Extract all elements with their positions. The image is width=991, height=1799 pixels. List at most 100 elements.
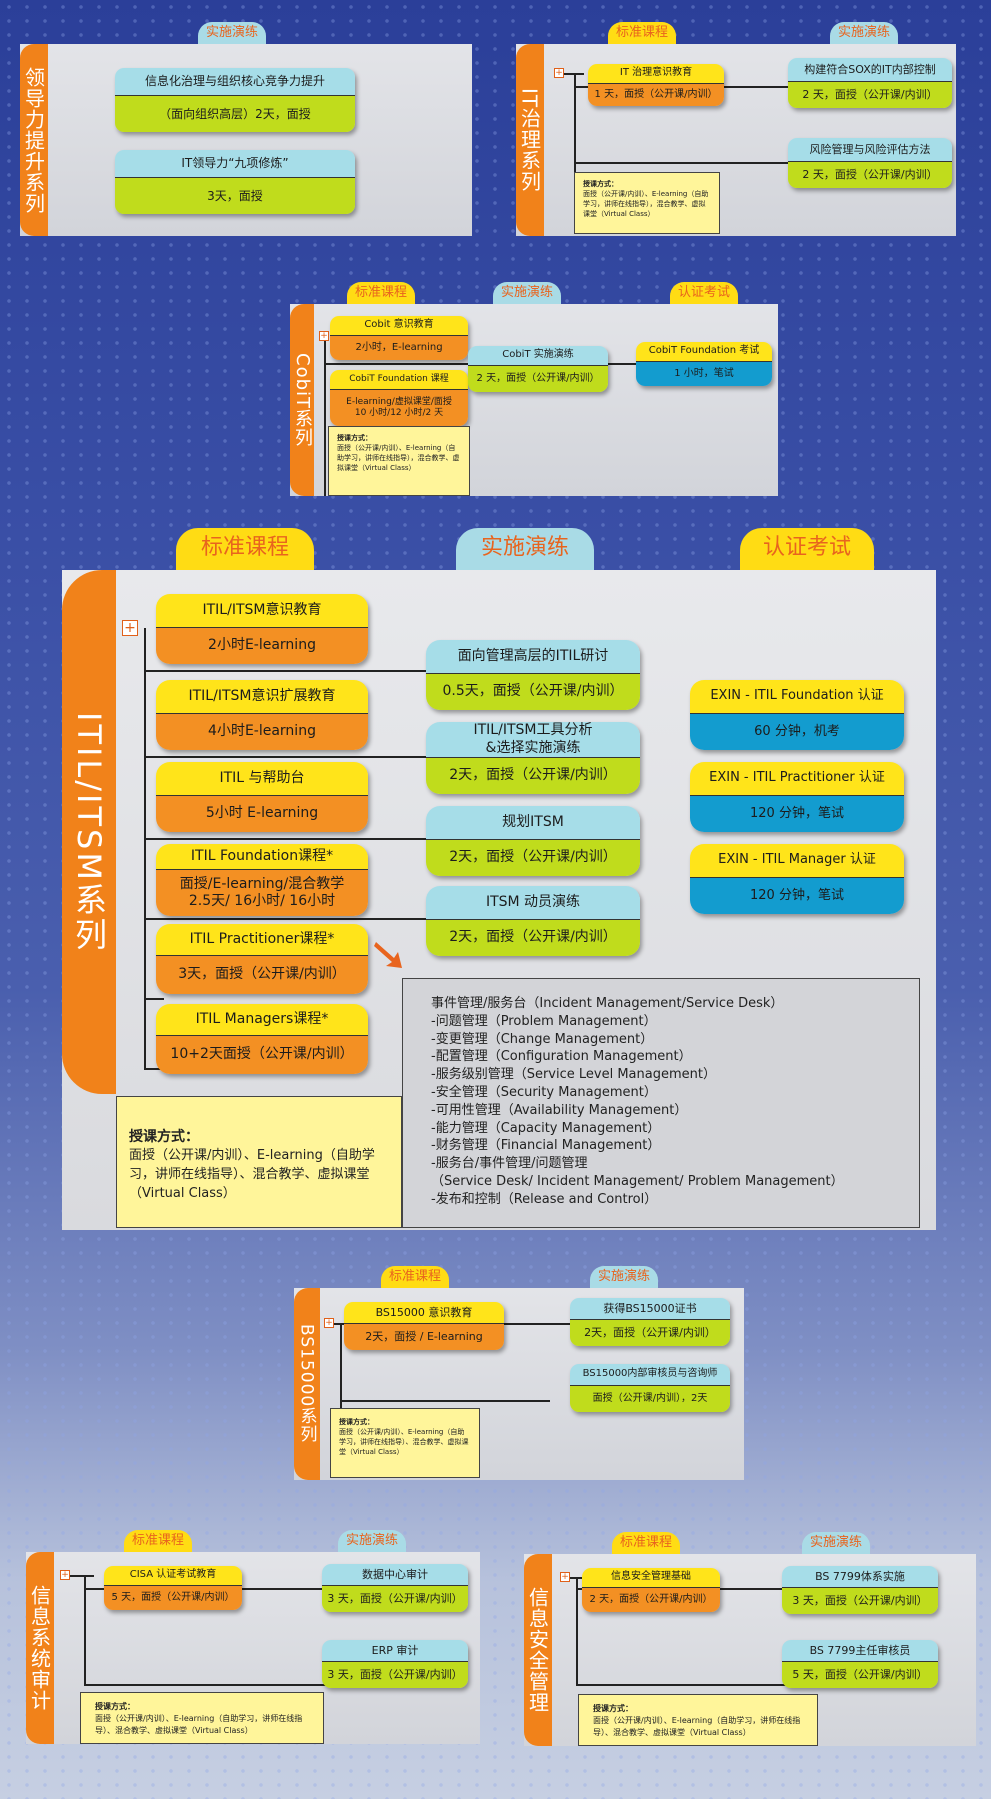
course-detail: 2 天，面授（公开课/内训） [788,82,952,108]
course-box[interactable]: 构建符合SOX的IT内部控制 2 天，面授（公开课/内训） [788,58,952,108]
course-box[interactable]: BS 7799体系实施 3 天，面授（公开课/内训） [782,1566,938,1614]
expand-icon[interactable]: + [60,1570,70,1580]
course-detail: 2天，面授（公开课/内训） [426,920,640,956]
course-detail: 2小时E-learning [156,628,368,664]
exam-title: EXIN - ITIL Practitioner 认证 [690,762,904,796]
infosec-panel: 信息安全管理 + 信息安全管理基础 2 天，面授（公开课/内训） BS 7799… [524,1554,976,1746]
tab-standard-course: 标准课程 [176,528,314,570]
course-detail: 面授（公开课/内训），2天 [570,1386,730,1412]
course-box[interactable]: IT领导力“九项修炼” 3天，面授 [115,150,355,214]
tab-implementation: 实施演练 [830,22,898,44]
course-detail-duration: 10 小时/12 小时/2 天 [354,408,444,418]
course-detail: 3天，面授（公开课/内训） [156,956,368,994]
course-title: ITIL/ITSM意识扩展教育 [156,680,368,714]
course-detail: 3 天，面授（公开课/内训） [782,1588,938,1614]
course-title: ITIL Practitioner课程* [156,924,368,956]
course-box[interactable]: BS 7799主任审核员 5 天，面授（公开课/内训） [782,1640,938,1688]
expand-icon[interactable]: + [560,1572,570,1582]
tab-implementation: 实施演练 [802,1532,870,1554]
course-box[interactable]: ERP 审计 3 天，面授（公开课/内训） [322,1640,468,1688]
course-detail: E-learning/虚拟课堂/面授 [346,396,452,407]
teaching-method-box: 授课方式： 面授（公开课/内训）、E-learning（自助学习，讲师在线指导）… [80,1692,324,1744]
course-box[interactable]: 面向管理高层的ITIL研讨 0.5天，面授（公开课/内训） [426,640,640,710]
course-title: 获得BS15000证书 [570,1298,730,1320]
course-detail: 3 天，面授（公开课/内训） [322,1662,468,1688]
course-title: IT领导力“九项修炼” [115,150,355,178]
tab-implementation: 实施演练 [590,1266,658,1288]
course-box[interactable]: 获得BS15000证书 2天，面授（公开课/内训） [570,1298,730,1346]
course-detail: 2 天，面授（公开课/内训） [582,1588,720,1612]
itgov-panel: IT治理系列 + IT 治理意识教育 1 天，面授（公开课/内训） 构建符合SO… [516,44,956,236]
course-detail: 2 天，面授（公开课/内训） [468,366,608,392]
course-box[interactable]: 风险管理与风险评估方法 2 天，面授（公开课/内训） [788,138,952,188]
bs15000-panel: BS15000系列 + BS15000 意识教育 2天，面授 / E-learn… [294,1288,744,1480]
course-box[interactable]: Cobit 意识教育 2小时，E-learning [330,316,468,360]
course-detail: 4小时E-learning [156,714,368,750]
course-title-line2: &选择实施演练 [485,739,581,756]
process-item: -配置管理（Configuration Management） [431,1049,692,1065]
process-item: -变更管理（Change Management） [431,1031,654,1047]
teaching-method-box: 授课方式： 面授（公开课/内训）、E-learning（自助学习，讲师在线指导）… [116,1096,402,1228]
course-box[interactable]: CobiT 实施演练 2 天，面授（公开课/内训） [468,346,608,392]
expand-icon[interactable]: + [324,1318,334,1328]
course-box[interactable]: BS15000内部审核员与咨询师 面授（公开课/内训），2天 [570,1364,730,1412]
bs15000-sidebar: BS15000系列 [294,1288,320,1480]
course-box[interactable]: ITIL Practitioner课程* 3天，面授（公开课/内训） [156,924,368,994]
course-box[interactable]: 数据中心审计 3 天，面授（公开课/内训） [322,1564,468,1612]
expand-icon[interactable]: + [319,331,329,341]
process-item: （Service Desk/ Incident Management/ Prob… [431,1173,844,1189]
course-detail: 2天，面授（公开课/内训） [426,758,640,794]
course-box[interactable]: ITIL/ITSM意识教育 2小时E-learning [156,594,368,664]
course-box[interactable]: ITIL 与帮助台 5小时 E-learning [156,762,368,832]
expand-icon[interactable]: + [122,620,138,636]
connector [84,1684,384,1686]
series-title: 信息系统审计 [27,1585,52,1711]
course-title: 信息安全管理基础 [582,1568,720,1588]
course-box[interactable]: ITIL/ITSM意识扩展教育 4小时E-learning [156,680,368,750]
process-item: -可用性管理（Availability Management） [431,1102,688,1118]
exam-title: EXIN - ITIL Manager 认证 [690,844,904,878]
course-box[interactable]: 信息化治理与组织核心竞争力提升 （面向组织高层）2天，面授 [115,68,355,132]
exam-box[interactable]: CobiT Foundation 考试 1 小时，笔试 [636,342,772,386]
arrow-icon [374,942,402,968]
connector [340,1323,342,1423]
tab-standard-course: 标准课程 [608,22,676,44]
course-detail: 面授/E-learning/混合教学 [179,875,345,892]
course-box[interactable]: 规划ITSM 2天，面授（公开课/内训） [426,806,640,876]
connector [574,162,854,164]
course-title: ITIL/ITSM意识教育 [156,594,368,628]
method-text: 面授（公开课/内训）、E-learning（自助学习，讲师在线指导）、混合教学、… [95,1714,303,1735]
course-box[interactable]: BS15000 意识教育 2天，面授 / E-learning [344,1302,504,1350]
course-title: CobiT Foundation 课程 [330,370,468,390]
exam-detail: 1 小时，笔试 [636,362,772,386]
course-box[interactable]: IT 治理意识教育 1 天，面授（公开课/内训） [588,64,724,106]
exam-box[interactable]: EXIN - ITIL Practitioner 认证 120 分钟，笔试 [690,762,904,832]
course-detail: 0.5天，面授（公开课/内训） [426,674,640,710]
course-detail: 5小时 E-learning [156,796,368,832]
course-box[interactable]: CobiT Foundation 课程 E-learning/虚拟课堂/面授 1… [330,370,468,426]
course-box[interactable]: ITIL Foundation课程* 面授/E-learning/混合教学 2.… [156,844,368,916]
course-box[interactable]: CISA 认证考试教育 5 天，面授（公开课/内训） [104,1566,242,1610]
course-detail: 2天，面授（公开课/内训） [426,840,640,876]
method-title: 授课方式： [583,180,618,188]
course-title: BS15000 意识教育 [344,1302,504,1324]
course-title: Cobit 意识教育 [330,316,468,336]
connector [334,1323,704,1325]
exam-box[interactable]: EXIN - ITIL Foundation 认证 60 分钟，机考 [690,680,904,750]
exam-detail: 60 分钟，机考 [690,714,904,750]
process-item: -财务管理（Financial Management） [431,1138,661,1154]
course-box[interactable]: ITIL/ITSM工具分析 &选择实施演练 2天，面授（公开课/内训） [426,722,640,794]
process-item: 事件管理/服务台（Incident Management/Service Des… [431,996,784,1011]
connector [70,1575,94,1577]
tab-certification: 认证考试 [740,528,874,570]
series-title: 领导力提升系列 [21,66,46,214]
course-box[interactable]: ITSM 动员演练 2天，面授（公开课/内训） [426,886,640,956]
process-item: -服务台/事件管理/问题管理 [431,1156,588,1172]
exam-box[interactable]: EXIN - ITIL Manager 认证 120 分钟，笔试 [690,844,904,914]
expand-icon[interactable]: + [554,68,564,78]
course-box[interactable]: 信息安全管理基础 2 天，面授（公开课/内训） [582,1568,720,1612]
course-box[interactable]: ITIL Managers课程* 10+2天面授（公开课/内训） [156,1004,368,1074]
course-detail: （面向组织高层）2天，面授 [115,96,355,132]
process-item: -能力管理（Capacity Management） [431,1120,661,1136]
connector [144,918,494,920]
